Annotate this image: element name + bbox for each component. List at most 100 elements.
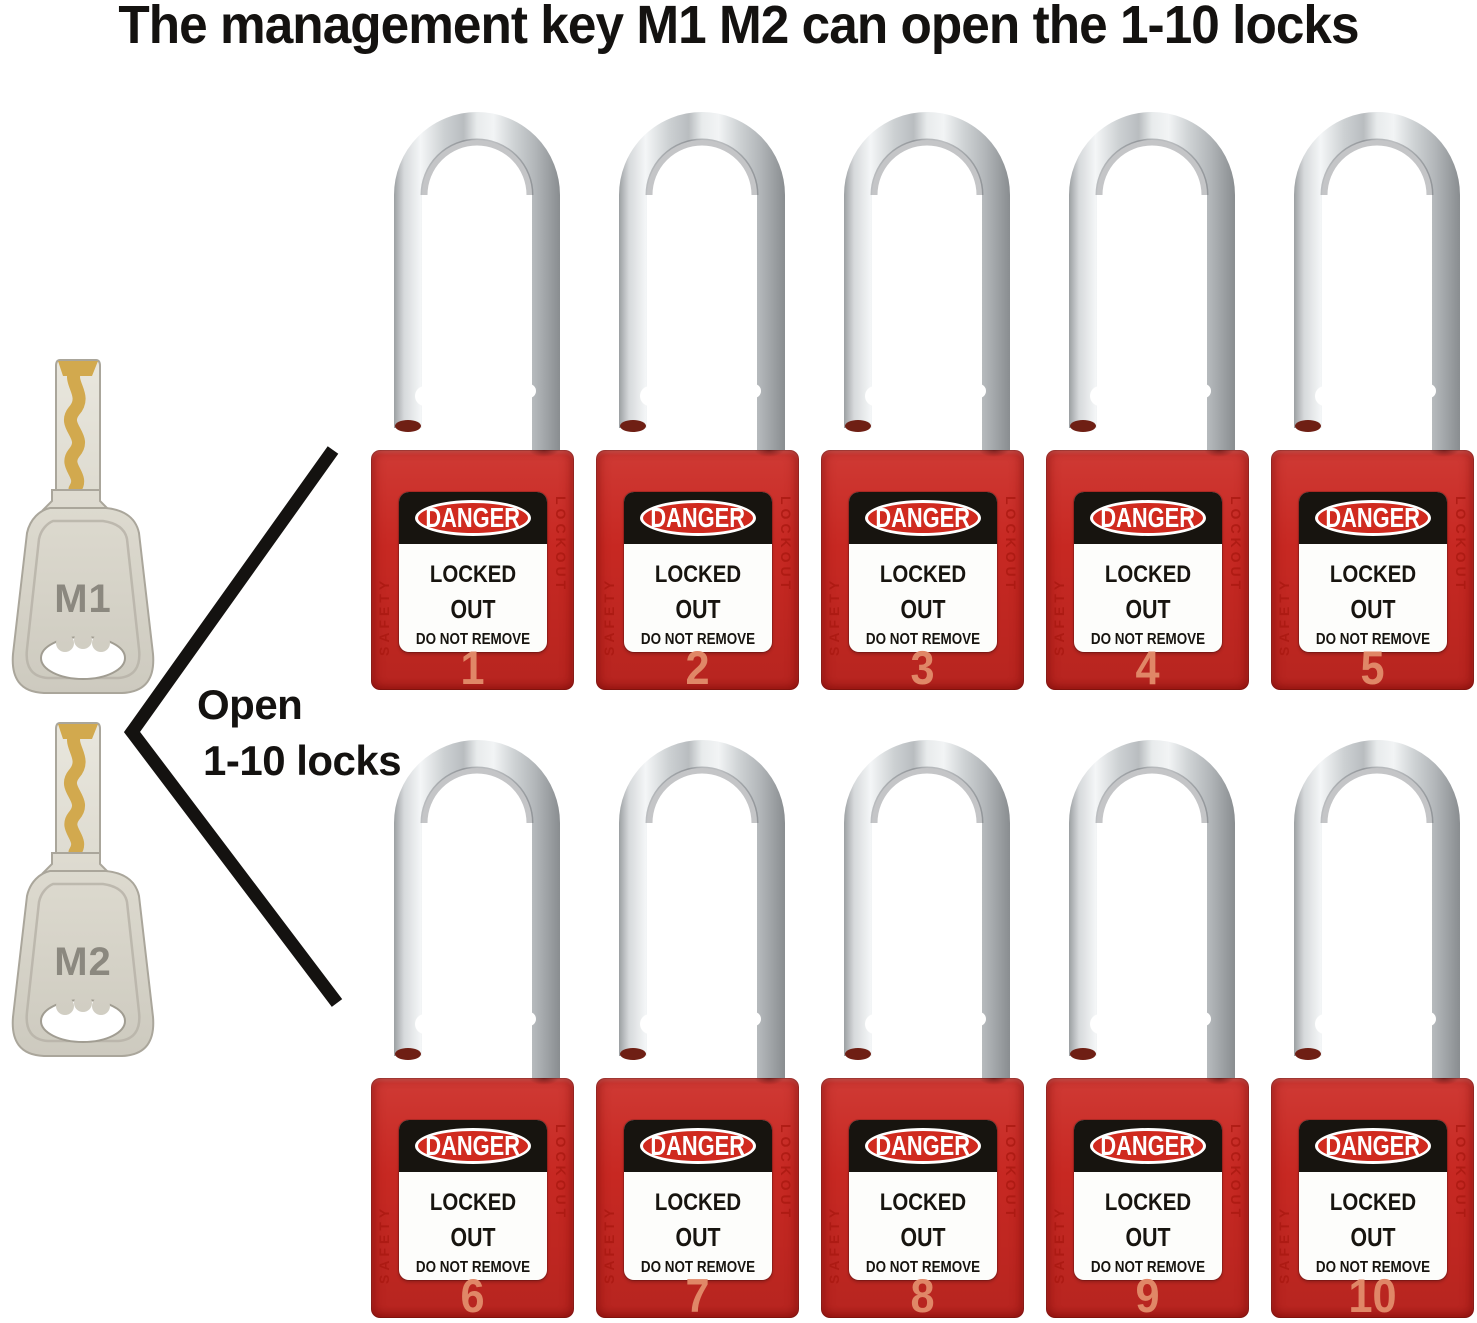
lock-number: 1 [460, 641, 485, 694]
lock-number: 2 [685, 641, 710, 694]
lock-row-2: SAFETY LOCKOUT DANGER LOCKED OUT DO NOT … [370, 738, 1475, 1323]
shackle-icon [1294, 740, 1460, 1090]
do-not-remove-text: DO NOT REMOVE [640, 631, 755, 648]
side-text-lockout: LOCKOUT [1228, 496, 1244, 594]
do-not-remove-text: DO NOT REMOVE [1315, 631, 1430, 648]
key-m1-label: M1 [54, 577, 112, 621]
locked-text: LOCKED [1329, 561, 1416, 588]
padlock: SAFETY LOCKOUT DANGER LOCKED OUT DO NOT … [1045, 110, 1250, 695]
key-m2: M2 [4, 719, 162, 1067]
annotation-line1: Open [197, 681, 303, 728]
danger-oval: DANGER [1314, 500, 1431, 536]
locked-text: LOCKED [1329, 1189, 1416, 1216]
page-title: The management key M1 M2 can open the 1-… [118, 0, 1359, 55]
danger-label-header: DANGER [1073, 1120, 1222, 1172]
danger-label: DANGER LOCKED OUT DO NOT REMOVE [398, 1120, 547, 1280]
do-not-remove-text: DO NOT REMOVE [640, 1259, 755, 1276]
key-m2-label: M2 [54, 940, 112, 984]
danger-label: DANGER LOCKED OUT DO NOT REMOVE [1298, 1120, 1447, 1280]
locked-text: LOCKED [654, 561, 741, 588]
side-text-lockout: LOCKOUT [1228, 1124, 1244, 1222]
danger-text: DANGER [425, 502, 520, 533]
side-text-lockout: LOCKOUT [778, 496, 794, 594]
danger-text: DANGER [1325, 1130, 1420, 1161]
out-text: OUT [1349, 1222, 1395, 1252]
shackle-icon [394, 740, 560, 1090]
shackle-icon [394, 112, 560, 462]
out-text: OUT [674, 1222, 720, 1252]
shackle-entry-shadow [1429, 1078, 1459, 1085]
shackle-entry-shadow [979, 1078, 1009, 1085]
shackle-entry-shadow [529, 450, 559, 457]
danger-label-header: DANGER [623, 1120, 772, 1172]
locked-text: LOCKED [429, 1189, 516, 1216]
key-head-inner-line [25, 519, 141, 680]
side-text-safety: SAFETY [601, 1204, 617, 1284]
danger-oval: DANGER [1089, 1128, 1206, 1164]
danger-oval: DANGER [639, 500, 756, 536]
lock-number: 3 [910, 641, 935, 694]
danger-oval: DANGER [639, 1128, 756, 1164]
side-text-safety: SAFETY [1276, 1204, 1292, 1284]
padlock: SAFETY LOCKOUT DANGER LOCKED OUT DO NOT … [370, 738, 575, 1323]
danger-text: DANGER [1100, 502, 1195, 533]
key-collar [41, 489, 111, 510]
padlock: SAFETY LOCKOUT DANGER LOCKED OUT DO NOT … [1270, 110, 1475, 695]
padlock-body: SAFETY LOCKOUT DANGER LOCKED OUT DO NOT … [596, 450, 799, 694]
annotation: Open 1-10 locks [197, 677, 402, 789]
side-text-lockout: LOCKOUT [1453, 496, 1469, 594]
locked-text: LOCKED [1104, 561, 1191, 588]
padlock-body: SAFETY LOCKOUT DANGER LOCKED OUT DO NOT … [596, 1078, 799, 1319]
out-text: OUT [449, 1222, 495, 1252]
out-text: OUT [1124, 1222, 1170, 1252]
danger-label-header: DANGER [398, 492, 547, 544]
shackle-entry-shadow [529, 1078, 559, 1085]
danger-text: DANGER [650, 1130, 745, 1161]
side-text-lockout: LOCKOUT [778, 1124, 794, 1222]
do-not-remove-text: DO NOT REMOVE [865, 631, 980, 648]
shackle-entry-shadow [979, 450, 1009, 457]
side-text-lockout: LOCKOUT [553, 1124, 569, 1222]
shackle-icon [619, 112, 785, 462]
padlock: SAFETY LOCKOUT DANGER LOCKED OUT DO NOT … [820, 110, 1025, 695]
danger-label: DANGER LOCKED OUT DO NOT REMOVE [1298, 492, 1447, 652]
do-not-remove-text: DO NOT REMOVE [1090, 1259, 1205, 1276]
lock-row-1: SAFETY LOCKOUT DANGER LOCKED OUT DO NOT … [370, 110, 1475, 695]
key-hole-scallop [92, 997, 110, 1015]
out-text: OUT [899, 1222, 945, 1252]
side-text-safety: SAFETY [826, 576, 842, 656]
padlock: SAFETY LOCKOUT DANGER LOCKED OUT DO NOT … [595, 738, 800, 1323]
side-text-safety: SAFETY [826, 1204, 842, 1284]
key-icon: M2 [11, 722, 155, 1057]
danger-text: DANGER [650, 502, 745, 533]
danger-oval: DANGER [414, 1128, 531, 1164]
key-hole-scallop [92, 634, 110, 652]
lock-number: 10 [1348, 1269, 1397, 1322]
shackle-icon [1069, 740, 1235, 1090]
shackle-icon [844, 740, 1010, 1090]
danger-oval: DANGER [1314, 1128, 1431, 1164]
locked-text: LOCKED [879, 1189, 966, 1216]
danger-label-header: DANGER [623, 492, 772, 544]
shackle-entry-shadow [1204, 1078, 1234, 1085]
danger-oval: DANGER [864, 500, 981, 536]
padlock: SAFETY LOCKOUT DANGER LOCKED OUT DO NOT … [1270, 738, 1475, 1323]
danger-text: DANGER [425, 1130, 520, 1161]
locked-text: LOCKED [1104, 1189, 1191, 1216]
out-text: OUT [449, 594, 495, 624]
padlock-body: SAFETY LOCKOUT DANGER LOCKED OUT DO NOT … [1271, 1078, 1474, 1322]
danger-label-header: DANGER [1073, 492, 1222, 544]
danger-label-header: DANGER [848, 492, 997, 544]
lock-number: 8 [910, 1269, 935, 1322]
side-text-safety: SAFETY [376, 1204, 392, 1284]
lock-number: 5 [1360, 641, 1385, 694]
padlock: SAFETY LOCKOUT DANGER LOCKED OUT DO NOT … [820, 738, 1025, 1323]
side-text-lockout: LOCKOUT [553, 496, 569, 594]
padlock-body: SAFETY LOCKOUT DANGER LOCKED OUT DO NOT … [1271, 450, 1474, 694]
side-text-safety: SAFETY [1051, 1204, 1067, 1284]
side-text-lockout: LOCKOUT [1003, 1124, 1019, 1222]
danger-label: DANGER LOCKED OUT DO NOT REMOVE [848, 492, 997, 652]
shackle-entry-shadow [754, 1078, 784, 1085]
side-text-safety: SAFETY [1051, 576, 1067, 656]
